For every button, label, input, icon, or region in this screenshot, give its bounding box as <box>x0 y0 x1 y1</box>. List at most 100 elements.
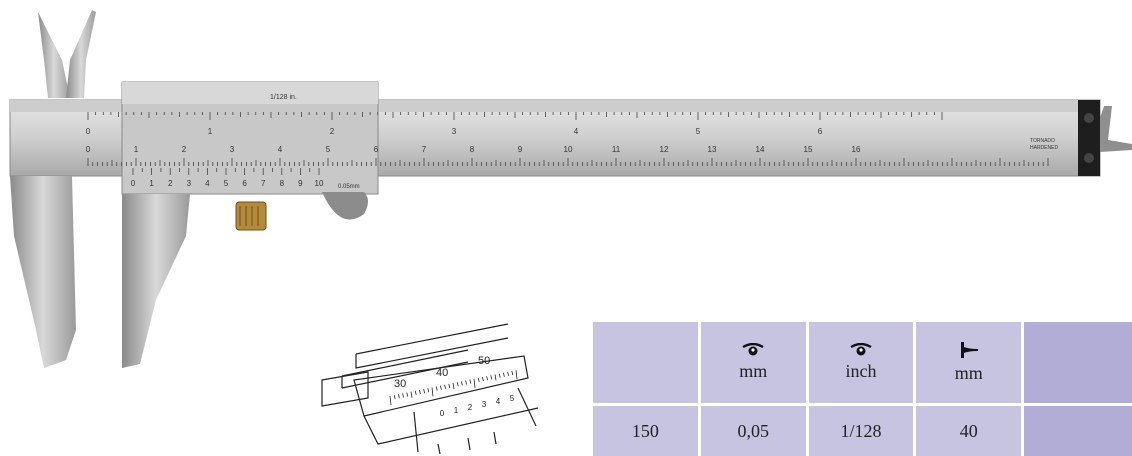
sketch-vernier-number: 2 <box>468 403 473 412</box>
sketch-vernier-number: 0 <box>440 409 445 418</box>
vernier-number: 8 <box>280 179 285 188</box>
header-unit: mm <box>739 361 768 382</box>
table-row: 150 0,05 1/128 40 <box>593 406 1132 456</box>
header-unit: inch <box>845 361 877 382</box>
table-cell: 0,05 <box>700 406 809 456</box>
vernier-number: 2 <box>168 179 173 188</box>
sketch-tick <box>427 388 430 393</box>
sketch-tick <box>406 392 409 397</box>
sketch-vernier-number: 1 <box>454 406 459 415</box>
vernier-number: 0 <box>131 179 136 188</box>
vernier-number: 9 <box>298 179 303 188</box>
inch-number: 4 <box>574 127 579 136</box>
sketch-tick <box>414 390 417 395</box>
mm-number: 9 <box>518 145 523 154</box>
sketch-tick <box>486 376 488 381</box>
sketch-tick <box>456 382 459 387</box>
lower-fixed-jaw <box>10 176 76 368</box>
sketch-number: 30 <box>394 378 406 390</box>
mm-number: 6 <box>374 145 379 154</box>
sketch-tick <box>507 371 509 376</box>
brand-label: TORNADO <box>1030 138 1055 144</box>
mm-number: 15 <box>804 145 813 154</box>
sketch-tick <box>469 379 472 384</box>
sketch-tick <box>498 373 501 378</box>
table-accent-cell <box>1024 406 1132 456</box>
table-cell: 150 <box>593 406 701 456</box>
sketch-tick <box>511 370 514 376</box>
mm-number: 13 <box>708 145 717 154</box>
sketch-tick <box>515 370 518 380</box>
vernier-precision-label: 0.05mm <box>338 184 360 190</box>
inch-number: 5 <box>696 127 701 136</box>
sketch-tick <box>461 381 463 386</box>
thumb-roller <box>322 192 368 220</box>
vernier-number: 3 <box>187 179 192 188</box>
sketch-vernier-number: 3 <box>482 400 487 409</box>
sketch-tick <box>398 394 400 399</box>
inch-number: 1 <box>208 127 213 136</box>
inch-number: 6 <box>818 127 823 136</box>
mm-number: 1 <box>134 145 139 154</box>
lower-sliding-jaw <box>122 194 190 368</box>
mm-number: 12 <box>660 145 669 154</box>
table-cell: 1/128 <box>808 406 917 456</box>
jaw-depth-icon <box>960 342 978 359</box>
mm-number: 0 <box>86 145 91 154</box>
header-cell: inch <box>808 322 917 407</box>
brand-sub-label: HARDENED <box>1030 145 1058 151</box>
header-blank-cell <box>593 322 701 407</box>
upper-sliding-jaw <box>66 10 96 98</box>
sketch-tick <box>452 383 455 390</box>
sketch-tick <box>448 383 451 389</box>
header-cell: mm <box>700 322 809 407</box>
sketch-tick <box>503 372 505 377</box>
header-cell: mm <box>916 322 1025 407</box>
sketch-vernier-number: 5 <box>510 394 515 403</box>
mm-number: 3 <box>230 145 235 154</box>
sketch-tick <box>490 375 493 380</box>
eye-reading-icon <box>742 343 764 356</box>
mm-number: 14 <box>756 145 765 154</box>
mm-number: 16 <box>852 145 861 154</box>
sketch-number: 40 <box>436 367 448 379</box>
sketch-tick <box>494 374 497 381</box>
sketch-tick <box>440 385 442 390</box>
sketch-tick <box>410 391 413 398</box>
mm-number: 10 <box>564 145 573 154</box>
vernier-number: 1 <box>149 179 154 188</box>
mm-number: 7 <box>422 145 427 154</box>
vernier-number: 10 <box>315 179 324 188</box>
sketch-tick <box>477 377 480 383</box>
header-accent-cell <box>1024 322 1132 407</box>
mm-number: 2 <box>182 145 187 154</box>
sketch-tick <box>393 395 396 400</box>
sketch-tick <box>402 393 404 398</box>
spec-table: mm inch mm 150 0,05 1/128 40 <box>593 322 1132 456</box>
table-cell: 40 <box>916 406 1025 456</box>
sketch-tick <box>473 378 476 388</box>
table-header-row: mm inch mm <box>593 322 1132 407</box>
inch-number: 2 <box>330 127 335 136</box>
mm-number: 11 <box>612 145 621 154</box>
mm-number: 4 <box>278 145 283 154</box>
sketch-vernier-number: 4 <box>496 397 501 406</box>
eye-reading-icon <box>850 343 872 356</box>
upper-fixed-jaw <box>38 12 70 98</box>
vernier-number: 5 <box>224 179 229 188</box>
mm-number: 8 <box>470 145 475 154</box>
vernier-inch-label: 1/128 in. <box>270 94 297 101</box>
sketch-tick <box>435 386 438 391</box>
vernier-number: 6 <box>242 179 247 188</box>
sketch-tick <box>482 376 484 382</box>
sketch-tick <box>431 387 434 397</box>
sketch-number: 50 <box>478 355 490 367</box>
vernier-number: 4 <box>205 179 210 188</box>
inch-number: 0 <box>86 127 91 136</box>
sketch-tick <box>389 395 392 406</box>
mm-number: 5 <box>326 145 331 154</box>
vernier-number: 7 <box>261 179 266 188</box>
inch-number: 3 <box>452 127 457 136</box>
